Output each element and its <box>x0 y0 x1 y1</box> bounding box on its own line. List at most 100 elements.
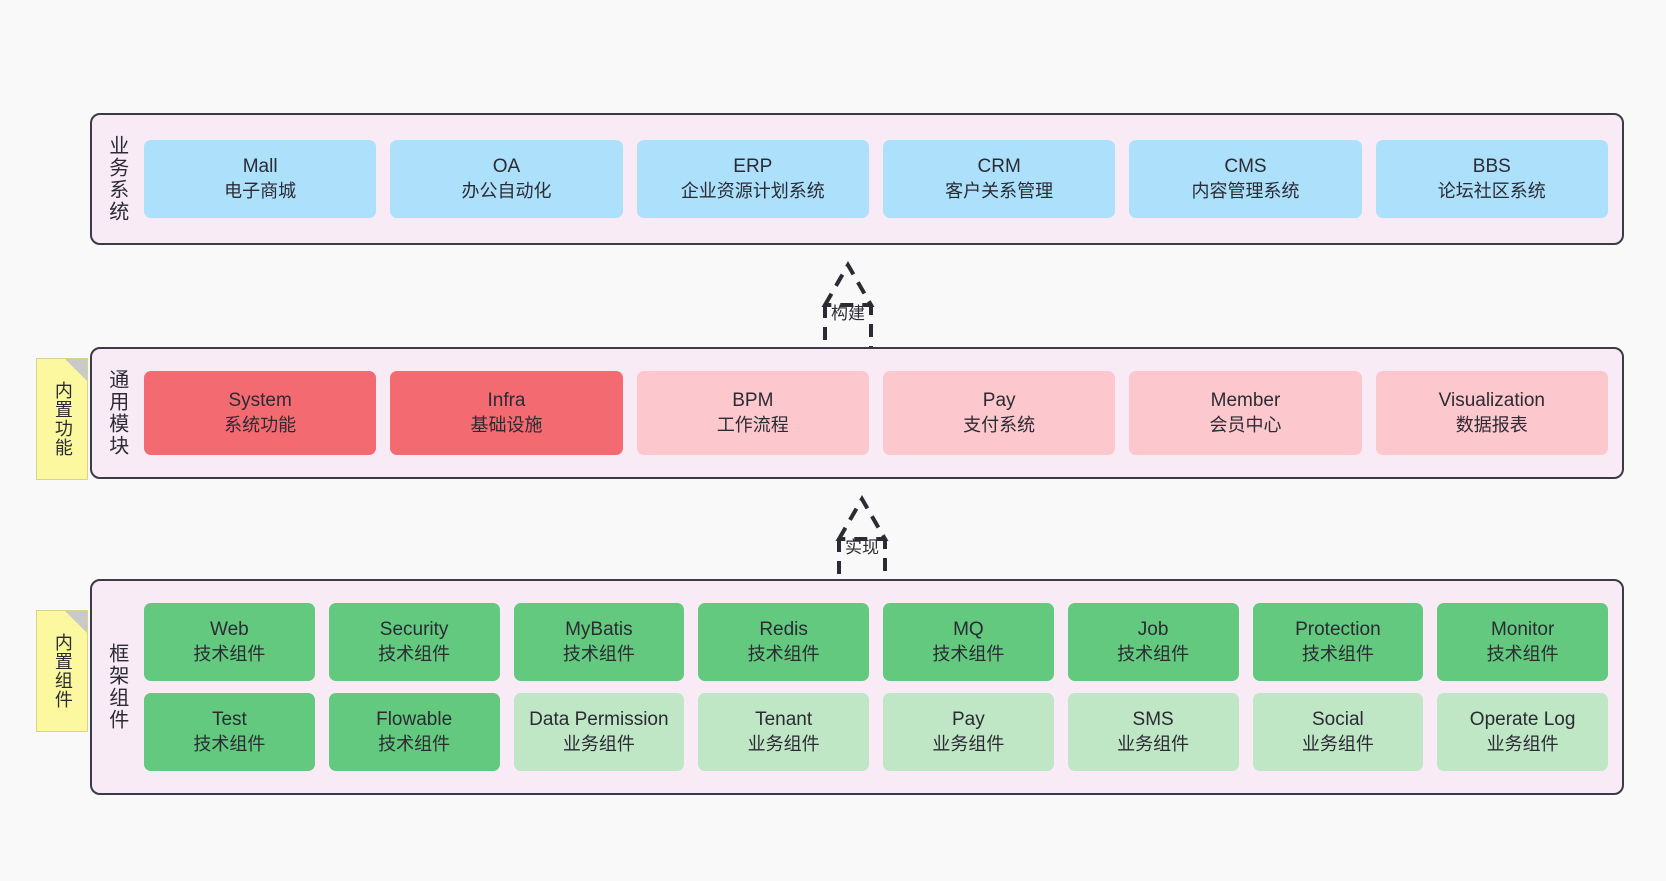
card-subtitle: 办公自动化 <box>461 180 552 201</box>
folded-corner-icon <box>65 359 87 381</box>
card-title: Tenant <box>755 709 813 731</box>
card-title: CRM <box>977 156 1021 178</box>
card-subtitle: 技术组件 <box>193 643 266 664</box>
card-title: Pay <box>982 390 1016 412</box>
card-mq[interactable]: MQ 技术组件 <box>883 603 1054 681</box>
card-title: Test <box>211 709 247 731</box>
card-subtitle: 技术组件 <box>932 643 1005 664</box>
sticky-note-builtin-features: 内置功能 <box>36 358 88 480</box>
card-subtitle: 电子商城 <box>224 180 297 201</box>
card-subtitle: 业务组件 <box>1117 733 1190 754</box>
layer-title-common-modules: 通用模块 <box>105 369 128 457</box>
card-cms[interactable]: CMS 内容管理系统 <box>1129 140 1362 218</box>
card-bbs[interactable]: BBS 论坛社区系统 <box>1375 140 1608 218</box>
card-subtitle: 论坛社区系统 <box>1437 180 1546 201</box>
folded-corner-icon <box>65 611 87 633</box>
card-title: Pay <box>952 709 985 731</box>
layer-title-business-systems: 业务系统 <box>105 135 128 223</box>
card-security[interactable]: Security 技术组件 <box>328 603 500 681</box>
layer-title-framework-components: 框架组件 <box>105 643 128 731</box>
card-subtitle: 业务组件 <box>1301 733 1374 754</box>
card-member[interactable]: Member 会员中心 <box>1129 371 1362 455</box>
card-title: BBS <box>1472 156 1511 178</box>
card-title: Web <box>210 619 249 641</box>
framework-row-business: Test 技术组件 Flowable 技术组件 Data Permission … <box>144 693 1608 771</box>
card-title: ERP <box>733 156 773 178</box>
card-subtitle: 系统功能 <box>224 414 297 435</box>
sticky-note-label: 内置组件 <box>52 633 73 709</box>
connector-label-build: 构建 <box>831 304 865 323</box>
card-subtitle: 数据报表 <box>1455 414 1528 435</box>
card-monitor[interactable]: Monitor 技术组件 <box>1437 603 1608 681</box>
card-title: Flowable <box>376 709 453 731</box>
sticky-note-builtin-components: 内置组件 <box>36 610 88 732</box>
card-mybatis[interactable]: MyBatis 技术组件 <box>513 603 685 681</box>
card-subtitle: 业务组件 <box>932 733 1005 754</box>
card-title: Operate Log <box>1469 709 1576 731</box>
card-subtitle: 业务组件 <box>562 733 635 754</box>
card-test[interactable]: Test 技术组件 <box>144 693 315 771</box>
card-title: Redis <box>759 619 808 641</box>
card-title: OA <box>492 156 521 178</box>
card-subtitle: 技术组件 <box>378 733 451 754</box>
card-protection[interactable]: Protection 技术组件 <box>1252 603 1424 681</box>
card-mall[interactable]: Mall 电子商城 <box>144 140 377 218</box>
layer-common-modules: 通用模块 System 系统功能 Infra 基础设施 BPM 工作流程 Pay… <box>90 347 1624 479</box>
card-subtitle: 基础设施 <box>470 414 543 435</box>
card-title: Social <box>1312 709 1364 731</box>
card-subtitle: 业务组件 <box>1486 733 1559 754</box>
card-subtitle: 技术组件 <box>1486 643 1559 664</box>
card-crm[interactable]: CRM 客户关系管理 <box>882 140 1116 218</box>
framework-row-tech: Web 技术组件 Security 技术组件 MyBatis 技术组件 Redi… <box>144 603 1608 681</box>
card-title: CMS <box>1224 156 1267 178</box>
card-title: Visualization <box>1438 390 1545 412</box>
card-subtitle: 会员中心 <box>1209 414 1282 435</box>
connector-label-implement: 实现 <box>845 538 879 557</box>
common-modules-cards: System 系统功能 Infra 基础设施 BPM 工作流程 Pay 支付系统… <box>140 349 1622 477</box>
card-subtitle: 工作流程 <box>716 414 789 435</box>
card-infra[interactable]: Infra 基础设施 <box>390 371 623 455</box>
card-redis[interactable]: Redis 技术组件 <box>698 603 869 681</box>
card-flowable[interactable]: Flowable 技术组件 <box>328 693 500 771</box>
card-system[interactable]: System 系统功能 <box>144 371 377 455</box>
card-title: SMS <box>1132 709 1174 731</box>
card-subtitle: 技术组件 <box>562 643 635 664</box>
card-subtitle: 技术组件 <box>747 643 820 664</box>
card-data-permission[interactable]: Data Permission 业务组件 <box>513 693 685 771</box>
card-social[interactable]: Social 业务组件 <box>1252 693 1424 771</box>
connector-build: 构建 <box>758 253 938 363</box>
card-subtitle: 技术组件 <box>1117 643 1190 664</box>
card-subtitle: 支付系统 <box>963 414 1036 435</box>
card-tenant[interactable]: Tenant 业务组件 <box>698 693 869 771</box>
card-title: Job <box>1137 619 1169 641</box>
card-oa[interactable]: OA 办公自动化 <box>390 140 623 218</box>
layer-framework-components: 框架组件 Web 技术组件 Security 技术组件 MyBatis 技术组件… <box>90 579 1624 795</box>
card-bpm[interactable]: BPM 工作流程 <box>636 371 869 455</box>
card-pay-component[interactable]: Pay 业务组件 <box>883 693 1054 771</box>
card-subtitle: 技术组件 <box>193 733 266 754</box>
framework-components-grid: Web 技术组件 Security 技术组件 MyBatis 技术组件 Redi… <box>140 581 1622 793</box>
layer-business-systems: 业务系统 Mall 电子商城 OA 办公自动化 ERP 企业资源计划系统 CRM… <box>90 113 1624 245</box>
card-title: Member <box>1210 390 1281 412</box>
business-systems-cards: Mall 电子商城 OA 办公自动化 ERP 企业资源计划系统 CRM 客户关系… <box>140 115 1622 243</box>
card-subtitle: 客户关系管理 <box>945 180 1054 201</box>
card-pay-module[interactable]: Pay 支付系统 <box>882 371 1116 455</box>
card-subtitle: 技术组件 <box>1301 643 1374 664</box>
card-subtitle: 技术组件 <box>378 643 451 664</box>
card-title: Protection <box>1295 619 1381 641</box>
card-job[interactable]: Job 技术组件 <box>1067 603 1239 681</box>
sticky-note-label: 内置功能 <box>52 381 73 457</box>
card-subtitle: 内容管理系统 <box>1191 180 1300 201</box>
card-title: BPM <box>732 390 774 412</box>
card-subtitle: 业务组件 <box>747 733 820 754</box>
card-operate-log[interactable]: Operate Log 业务组件 <box>1437 693 1608 771</box>
card-subtitle: 企业资源计划系统 <box>680 180 825 201</box>
card-web[interactable]: Web 技术组件 <box>144 603 315 681</box>
card-erp[interactable]: ERP 企业资源计划系统 <box>636 140 869 218</box>
card-sms[interactable]: SMS 业务组件 <box>1067 693 1239 771</box>
card-title: Mall <box>242 156 278 178</box>
card-title: System <box>228 390 292 412</box>
card-title: MyBatis <box>565 619 633 641</box>
card-visualization[interactable]: Visualization 数据报表 <box>1375 371 1608 455</box>
